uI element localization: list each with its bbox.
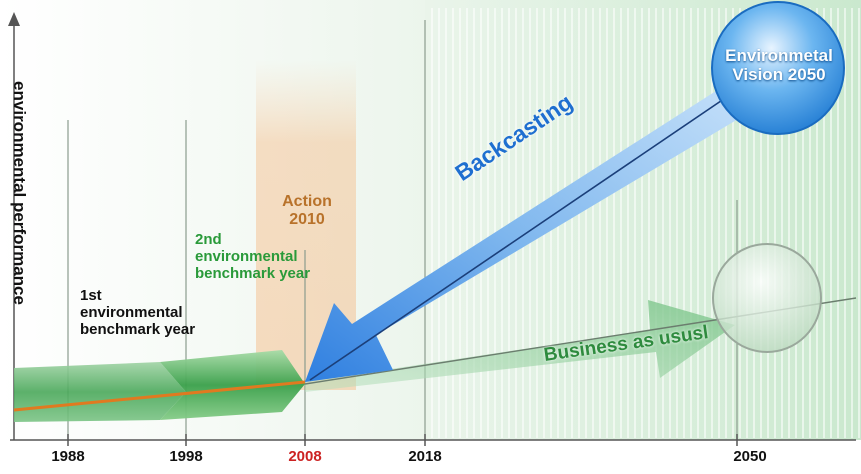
phase-2-arrow (160, 350, 305, 420)
action-line1: Action (282, 193, 332, 210)
vision-2050-circle (711, 1, 845, 135)
vision-2050-label: Environmetal Vision 2050 (704, 46, 854, 84)
x-axis-ticks (67, 434, 738, 446)
benchmark-2-line3: benchmark year (195, 264, 311, 282)
action-2010-label: Action 2010 (272, 193, 342, 229)
year-label-1988: 1988 (51, 448, 85, 465)
benchmark-1-line1: 1st (80, 287, 102, 304)
business-as-usual-arrow (305, 300, 735, 392)
phase-1-arrow (14, 362, 186, 422)
benchmark-1-line2: environmental (80, 303, 183, 321)
backcasting-arrow (305, 60, 770, 382)
y-axis-label-text: environmental performance (10, 81, 29, 305)
benchmark-2-line1: 2nd (195, 231, 222, 248)
year-label-1998: 1998 (169, 448, 203, 465)
backcasting-line (309, 87, 741, 381)
benchmark-1-label: 1st environmental benchmark year (80, 287, 196, 338)
y-axis-label: environmental performance (8, 38, 30, 348)
year-label-2018: 2018 (408, 448, 442, 465)
year-label-2008: 2008 (288, 448, 322, 465)
year-label-2050: 2050 (733, 448, 767, 465)
benchmark-1-line3: benchmark year (80, 320, 196, 338)
business-as-usual-target-circle (712, 243, 822, 353)
y-axis-arrowhead (8, 12, 20, 26)
vision-line2: Vision 2050 (732, 65, 826, 85)
trend-line (13, 380, 306, 412)
vision-line1: Environmetal (725, 46, 833, 65)
benchmark-2-line2: environmental (195, 247, 298, 265)
action-line2: 2010 (289, 210, 325, 228)
benchmark-2-label: 2nd environmental benchmark year (195, 231, 311, 282)
